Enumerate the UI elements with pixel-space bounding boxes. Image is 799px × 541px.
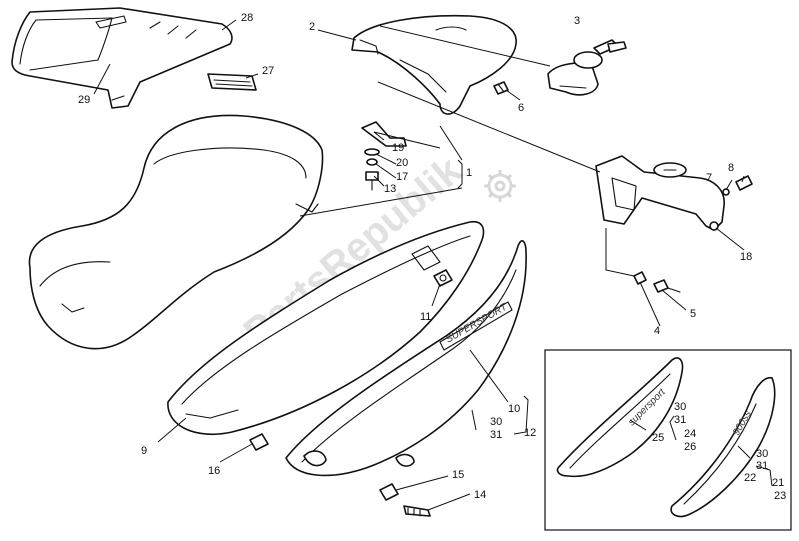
callout-15: 15 — [452, 469, 464, 481]
side-panel-part-9 — [167, 220, 485, 436]
callout-11: 11 — [420, 311, 431, 323]
callout-14: 14 — [474, 489, 486, 501]
inset-callout-31a: 31 — [674, 414, 686, 426]
callout-4: 4 — [654, 325, 660, 337]
callout-19: 19 — [392, 142, 404, 154]
nut-part-11 — [433, 269, 453, 287]
gear-icon — [484, 170, 516, 202]
callout-8: 8 — [728, 162, 734, 174]
inset-callout-24: 24 — [684, 428, 696, 440]
bracket-part-18 — [595, 155, 753, 231]
callout-3: 3 — [574, 15, 580, 27]
inset-callout-23: 23 — [774, 490, 786, 502]
callout-10: 10 — [508, 403, 520, 415]
callout-labels: 28 27 29 2 3 6 7 8 18 4 5 19 20 17 13 1 … — [78, 12, 752, 501]
callout-6: 6 — [518, 102, 524, 114]
callout-2: 2 — [309, 21, 315, 33]
inset-callout-30b: 30 — [756, 448, 768, 460]
callout-29: 29 — [78, 94, 90, 106]
inset-callout-30a: 30 — [674, 401, 686, 413]
callout-17: 17 — [396, 171, 408, 183]
callout-27: 27 — [262, 65, 274, 77]
inset-callout-labels: 25 30 31 24 26 30 31 22 21 23 — [652, 401, 786, 502]
callout-30: 30 — [490, 416, 502, 428]
callout-7: 7 — [706, 172, 712, 184]
callout-18: 18 — [740, 251, 752, 263]
inset-callout-31b: 31 — [756, 460, 768, 472]
seat — [28, 114, 324, 350]
callout-13: 13 — [384, 183, 396, 195]
pad-part-27 — [207, 73, 257, 91]
inset-callout-26: 26 — [684, 441, 696, 453]
leader-lines — [93, 19, 773, 511]
inset-callout-21: 21 — [772, 477, 784, 489]
callout-31: 31 — [490, 429, 502, 441]
lock-part-3 — [547, 39, 627, 96]
callout-20: 20 — [396, 157, 408, 169]
screw-part-6 — [493, 81, 509, 95]
callout-1: 1 — [466, 167, 472, 179]
seat-cowl-part-28 — [11, 7, 233, 109]
inset-callout-22: 22 — [744, 472, 756, 484]
fasteners — [249, 271, 681, 517]
callout-5: 5 — [690, 308, 696, 320]
callout-28: 28 — [241, 12, 253, 24]
inset-detail: supersport 900ss — [544, 349, 792, 531]
tail-cover-part-2 — [351, 14, 517, 115]
callout-9: 9 — [141, 445, 147, 457]
inset-callout-25: 25 — [652, 432, 664, 444]
callout-12: 12 — [524, 427, 536, 439]
callout-16: 16 — [208, 465, 220, 477]
